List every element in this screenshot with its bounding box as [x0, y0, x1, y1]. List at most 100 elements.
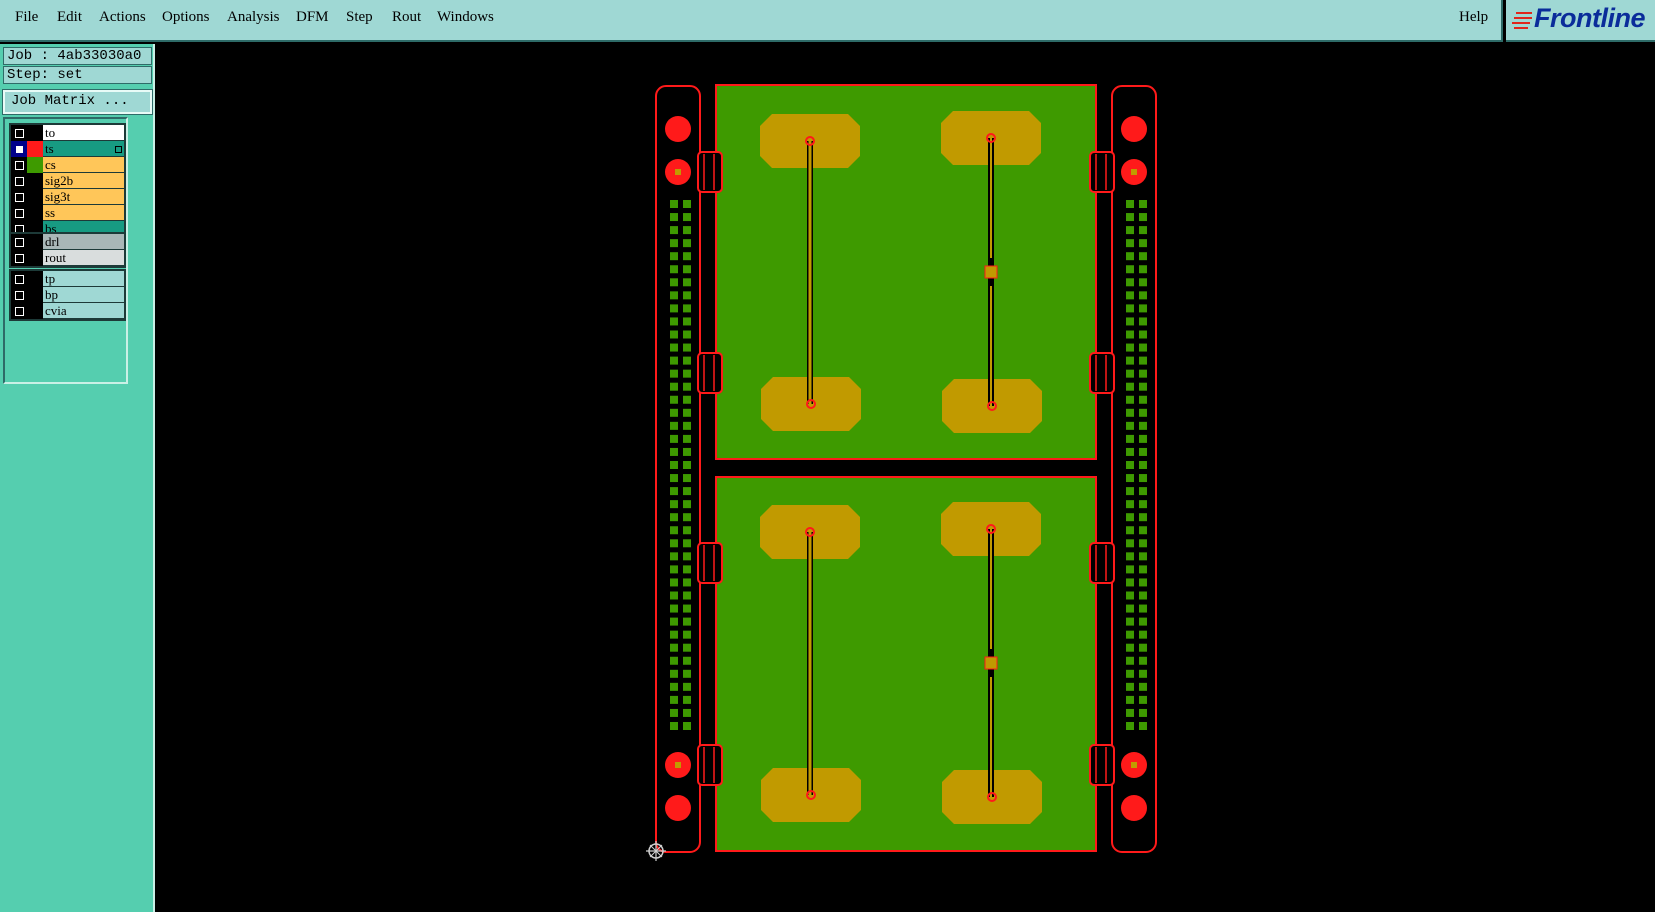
job-matrix-button[interactable]: Job Matrix ...: [2, 89, 153, 115]
rail-slot: [1126, 252, 1134, 261]
menu-edit[interactable]: Edit: [57, 9, 82, 25]
rail-slot: [1139, 500, 1147, 509]
layer-name-drl[interactable]: drl: [43, 234, 124, 250]
layer-name-bp[interactable]: bp: [43, 287, 124, 303]
layer-row-drl[interactable]: drl: [11, 234, 124, 250]
rail-slot: [1139, 604, 1147, 613]
menu-step[interactable]: Step: [346, 9, 373, 25]
layer-name-tp[interactable]: tp: [43, 271, 124, 287]
layer-name-sig2b[interactable]: sig2b: [43, 173, 124, 189]
rail-slot: [1139, 343, 1147, 352]
rail-slot: [1126, 369, 1134, 378]
fiducial-center: [675, 169, 681, 175]
menu-help[interactable]: Help: [1459, 9, 1489, 25]
rail-slot: [1139, 200, 1147, 208]
rail-slot: [683, 722, 691, 730]
rail-slot: [670, 669, 678, 678]
layer-checkbox-drl[interactable]: [11, 234, 27, 250]
layer-row-sig2b[interactable]: sig2b: [11, 173, 124, 189]
rail-slot: [1126, 213, 1134, 222]
graphic-canvas[interactable]: [155, 44, 1655, 912]
layer-row-bp[interactable]: bp: [11, 287, 124, 303]
tooling-hole: [1121, 116, 1147, 142]
layer-checkbox-rout[interactable]: [11, 250, 27, 266]
rail-slot: [683, 382, 691, 391]
layer-row-sig3t[interactable]: sig3t: [11, 189, 124, 205]
rail-slot: [1126, 552, 1134, 561]
menu-dfm[interactable]: DFM: [296, 9, 329, 25]
rail-slot: [670, 474, 678, 483]
rail-slot: [670, 408, 678, 417]
menu-windows[interactable]: Windows: [437, 9, 494, 25]
rail-slot: [1126, 291, 1134, 300]
layer-checkbox-ts[interactable]: [11, 141, 27, 157]
layer-name-cs[interactable]: cs: [43, 157, 124, 173]
rail-slot: [670, 722, 678, 730]
layer-color-swatch[interactable]: [27, 157, 43, 173]
rail-slot: [1139, 591, 1147, 600]
layer-checkbox-tp[interactable]: [11, 271, 27, 287]
layer-row-cvia[interactable]: cvia: [11, 303, 124, 319]
layer-color-swatch[interactable]: [27, 141, 43, 157]
layer-name-sig3t[interactable]: sig3t: [43, 189, 124, 205]
rail-slot: [1139, 565, 1147, 574]
layer-color-swatch[interactable]: [27, 234, 43, 250]
rail-slot: [670, 343, 678, 352]
menu-analysis[interactable]: Analysis: [227, 9, 280, 25]
layer-checkbox-to[interactable]: [11, 125, 27, 141]
layer-name-cvia[interactable]: cvia: [43, 303, 124, 319]
layer-row-rout[interactable]: rout: [11, 250, 124, 266]
layer-row-to[interactable]: to: [11, 125, 124, 141]
origin-crosshair-d2: [649, 844, 663, 858]
rail-slot: [670, 317, 678, 326]
layer-row-cs[interactable]: cs: [11, 157, 124, 173]
menu-actions[interactable]: Actions: [99, 9, 146, 25]
layer-name-ss[interactable]: ss: [43, 205, 124, 221]
rail-slot: [1139, 213, 1147, 222]
layer-name-rout[interactable]: rout: [43, 250, 124, 266]
layer-row-ss[interactable]: ss: [11, 205, 124, 221]
layer-row-tp[interactable]: tp: [11, 271, 124, 287]
layer-checkbox-ss[interactable]: [11, 205, 27, 221]
rail-slot: [1126, 526, 1134, 535]
brand-logo-text: Frontline: [1534, 3, 1646, 33]
layer-color-swatch[interactable]: [27, 303, 43, 319]
layer-checkbox-sig3t[interactable]: [11, 189, 27, 205]
layer-color-swatch[interactable]: [27, 287, 43, 303]
rail-slot: [1139, 552, 1147, 561]
rail-slot: [1139, 330, 1147, 339]
rail-slot: [1139, 356, 1147, 365]
layer-color-swatch[interactable]: [27, 125, 43, 141]
fiducial-center: [1131, 762, 1137, 768]
rail-slot: [1126, 421, 1134, 430]
rail-slot: [670, 421, 678, 430]
layer-color-swatch[interactable]: [27, 189, 43, 205]
layer-color-swatch[interactable]: [27, 271, 43, 287]
layer-checkbox-sig2b[interactable]: [11, 173, 27, 189]
menu-file[interactable]: File: [15, 9, 39, 25]
layer-checkbox-cs[interactable]: [11, 157, 27, 173]
rail-slot: [670, 252, 678, 261]
layer-color-swatch[interactable]: [27, 173, 43, 189]
trace: [990, 286, 992, 406]
menu-rout[interactable]: Rout: [392, 9, 422, 25]
layer-row-ts[interactable]: ts: [11, 141, 124, 157]
rail-slot: [1126, 487, 1134, 496]
layer-color-swatch[interactable]: [27, 250, 43, 266]
left-panel: Job : 4ab33030a0 Step: set Job Matrix ..…: [0, 44, 155, 912]
layer-checkbox-bp[interactable]: [11, 287, 27, 303]
rail-slot: [1126, 461, 1134, 469]
layer-checkbox-cvia[interactable]: [11, 303, 27, 319]
rail-slot: [1126, 278, 1134, 287]
layer-name-ts[interactable]: ts: [43, 141, 124, 157]
layer-name-to[interactable]: to: [43, 125, 124, 141]
menu-options[interactable]: Options: [162, 9, 210, 25]
fiducial-center: [1131, 169, 1137, 175]
rail-slot: [670, 591, 678, 600]
rail-slot: [1126, 617, 1134, 626]
rail-slot: [1139, 617, 1147, 626]
layer-color-swatch[interactable]: [27, 205, 43, 221]
